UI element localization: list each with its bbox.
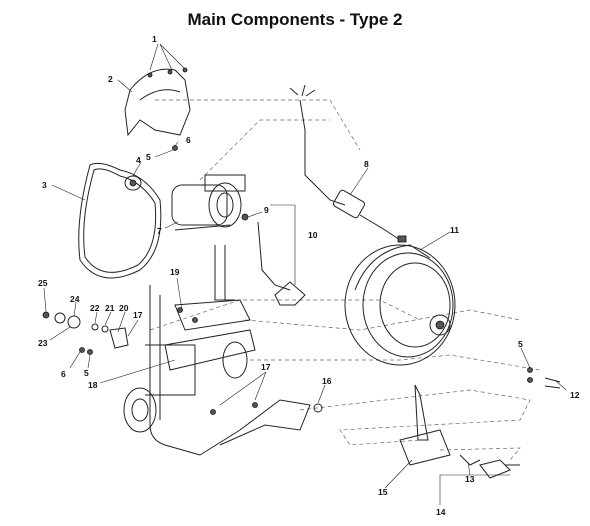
diagram-title: Main Components - Type 2 (187, 10, 403, 29)
callout-4: 4 (136, 155, 141, 165)
callout-17: 17 (261, 362, 271, 372)
frame-part (123, 245, 311, 456)
callout-23: 23 (38, 338, 48, 348)
callout-22: 22 (90, 303, 100, 313)
callout-25: 25 (38, 278, 48, 288)
callout-5c: 5 (518, 339, 523, 349)
switch-mount-part (241, 213, 306, 306)
callout-1: 1 (152, 34, 157, 44)
callout-6: 6 (186, 135, 191, 145)
drum-part (344, 244, 456, 366)
hardware-parts (42, 145, 561, 415)
callout-17b: 17 (133, 310, 143, 320)
callout-8: 8 (364, 159, 369, 169)
callout-11: 11 (450, 225, 459, 235)
lever-handle-part (399, 384, 520, 479)
callout-labels: 1 2 3 4 5 6 7 8 9 10 11 12 13 14 15 16 1… (38, 34, 580, 517)
callout-5: 5 (146, 152, 151, 162)
callout-6b: 6 (61, 369, 66, 379)
callout-7: 7 (157, 226, 162, 236)
callout-13: 13 (465, 474, 475, 484)
callout-19: 19 (170, 267, 180, 277)
callout-3: 3 (42, 180, 47, 190)
callout-9: 9 (264, 205, 269, 215)
motor-part (171, 174, 246, 231)
assembly-dashed-lines (149, 99, 541, 461)
callout-14: 14 (436, 507, 446, 517)
callout-16: 16 (322, 376, 332, 386)
belt-guard-part (124, 67, 191, 137)
callout-18: 18 (88, 380, 98, 390)
belt-part (78, 162, 162, 279)
callout-24: 24 (70, 294, 80, 304)
callout-20: 20 (119, 303, 129, 313)
callout-10: 10 (308, 230, 318, 240)
power-cord-part (289, 84, 407, 243)
pulley-part (124, 175, 142, 191)
callout-2: 2 (108, 74, 113, 84)
callout-15: 15 (378, 487, 388, 497)
callout-5b: 5 (84, 368, 89, 378)
callout-21: 21 (105, 303, 115, 313)
callout-12: 12 (570, 390, 580, 400)
leader-lines (43, 43, 567, 505)
